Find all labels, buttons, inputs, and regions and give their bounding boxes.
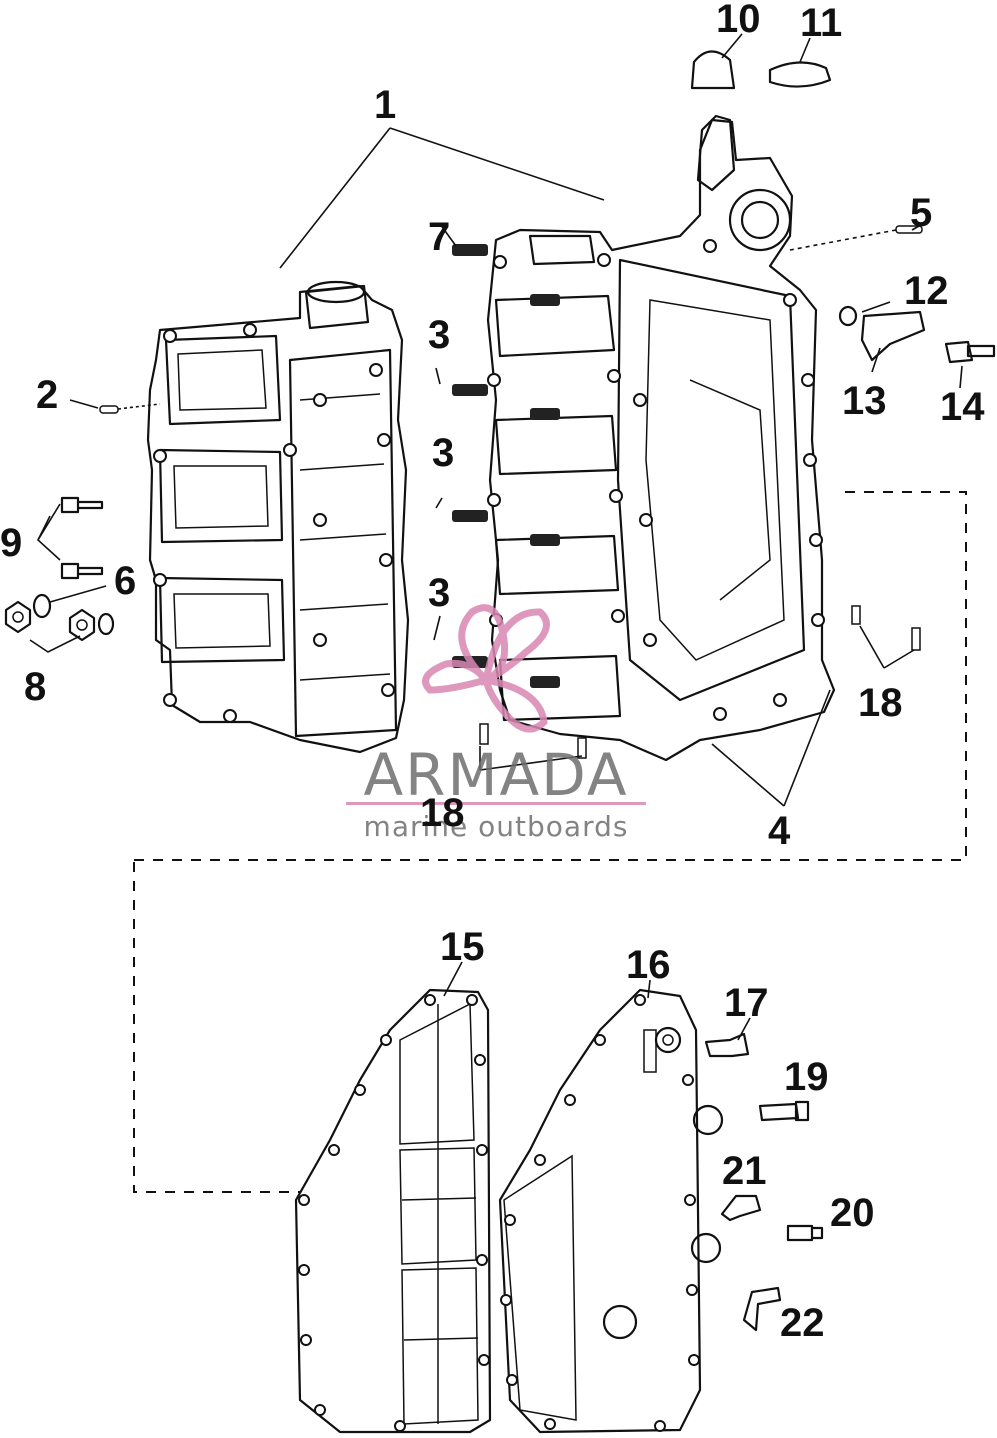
callout-6: 6 <box>114 559 136 603</box>
callout-12: 12 <box>904 269 949 313</box>
dashed-group-box-lower <box>133 862 300 1193</box>
callout-7: 7 <box>428 215 450 259</box>
callout-17: 17 <box>724 981 769 1025</box>
callout-14: 14 <box>940 385 985 429</box>
callout-1: 1 <box>374 83 396 127</box>
callout-11: 11 <box>800 1 842 45</box>
callout-13: 13 <box>842 379 887 423</box>
callout-3b: 3 <box>432 431 454 475</box>
cover-gasket <box>294 988 492 1434</box>
leader-lines <box>29 33 963 1041</box>
callout-18a: 18 <box>858 681 903 725</box>
block-cover <box>498 988 724 1434</box>
callout-3a: 3 <box>428 313 450 357</box>
callout-9: 9 <box>0 521 22 565</box>
callout-15: 15 <box>440 925 485 969</box>
small-hardware <box>4 50 996 1332</box>
propeller-logo-icon <box>422 604 550 733</box>
watermark-rule <box>346 802 646 805</box>
exhaust-manifold-cover <box>146 280 410 754</box>
callout-21: 21 <box>722 1149 767 1193</box>
callout-10: 10 <box>716 0 761 41</box>
studs <box>452 244 560 688</box>
callout-22: 22 <box>780 1301 825 1345</box>
callout-5: 5 <box>910 191 932 235</box>
watermark-brand: ARMADA <box>363 741 628 809</box>
callout-18b: 18 <box>420 791 465 835</box>
callout-16: 16 <box>626 943 671 987</box>
watermark-tagline: marine outboards <box>364 810 629 843</box>
callout-20: 20 <box>830 1191 875 1235</box>
callout-2: 2 <box>36 373 58 417</box>
armada-watermark: ARMADA marine outboards <box>346 604 646 843</box>
callout-19: 19 <box>784 1055 829 1099</box>
dashed-group-box-upper <box>130 491 967 861</box>
cylinder-block <box>486 114 836 762</box>
callout-8: 8 <box>24 665 46 709</box>
callout-4: 4 <box>768 809 791 853</box>
callout-labels: 1 2 3 3 3 4 5 6 7 8 9 10 11 12 13 14 15 … <box>0 0 985 1345</box>
callout-3c: 3 <box>428 571 450 615</box>
